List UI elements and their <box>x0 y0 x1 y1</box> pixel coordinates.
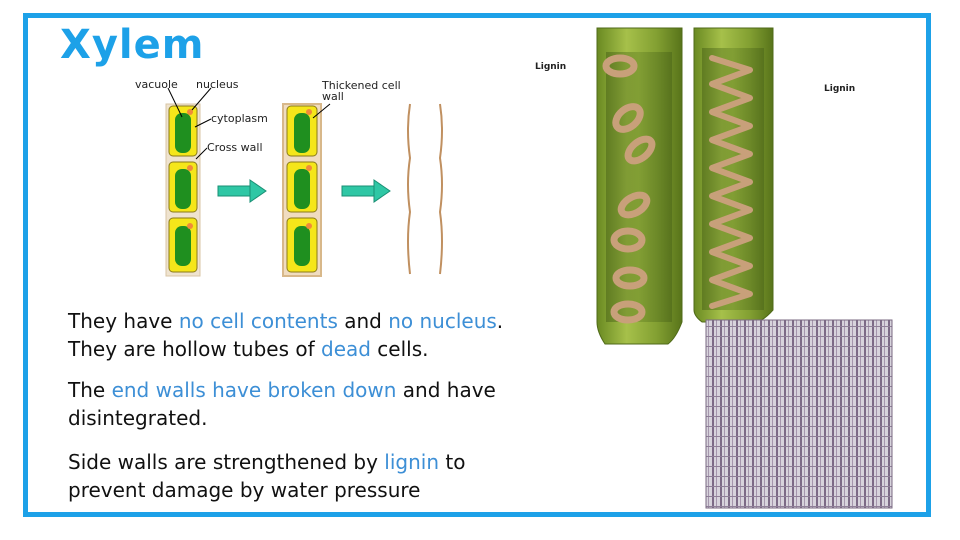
text-segment: The <box>68 378 112 402</box>
text-line-2: They are hollow tubes of dead cells. <box>68 336 429 362</box>
thickened-cell <box>286 161 318 213</box>
text-line-1: They have no cell contents and no nucleu… <box>68 308 503 334</box>
living-cell <box>168 105 198 157</box>
label-lignin-left: Lignin <box>535 62 567 72</box>
thickened-cell <box>286 217 318 273</box>
text-segment: and <box>337 309 389 333</box>
living-cell <box>168 161 198 213</box>
highlight-segment: no cell contents <box>178 309 338 333</box>
living-cell <box>168 217 198 273</box>
thickened-cell <box>286 105 318 157</box>
text-segment: They are hollow tubes of <box>68 337 321 361</box>
arrow-right-icon <box>217 179 267 203</box>
xylem-micrograph <box>705 319 893 509</box>
label-cytoplasm: cytoplasm <box>211 112 268 125</box>
xylem-vessel-right <box>693 27 774 323</box>
label-cross-wall: Cross wall <box>207 141 263 154</box>
text-line-3: The end walls have broken down and have <box>68 377 496 403</box>
label-lignin-right: Lignin <box>824 84 856 94</box>
text-segment: and have <box>396 378 496 402</box>
text-segment: cells. <box>370 337 429 361</box>
label-thickened-wall: Thickened cell wall <box>322 79 401 103</box>
highlight-segment: end walls have broken down <box>111 378 397 402</box>
label-nucleus: nucleus <box>196 78 239 91</box>
text-segment: Side walls are strengthened by <box>68 450 385 474</box>
text-segment: . <box>496 309 504 333</box>
highlight-segment: lignin <box>384 450 439 474</box>
text-segment: disintegrated. <box>68 406 208 430</box>
text-line-6: prevent damage by water pressure <box>68 477 420 503</box>
text-line-4: disintegrated. <box>68 405 207 431</box>
thickened-cell-column <box>282 103 331 277</box>
highlight-segment: no nucleus <box>388 309 497 333</box>
text-line-5: Side walls are strengthened by lignin to <box>68 449 465 475</box>
living-cell-column <box>165 87 212 277</box>
text-segment: prevent damage by water pressure <box>68 478 421 502</box>
arrow-right-icon <box>341 179 391 203</box>
label-vacuole: vacuole <box>135 78 178 91</box>
slide-title: Xylem <box>60 22 205 68</box>
hollow-vessel-column <box>407 103 443 275</box>
text-segment: to <box>439 450 466 474</box>
xylem-vessel-left <box>596 27 683 345</box>
nucleus-dot <box>187 109 193 115</box>
highlight-segment: dead <box>321 337 371 361</box>
text-segment: They have <box>68 309 179 333</box>
